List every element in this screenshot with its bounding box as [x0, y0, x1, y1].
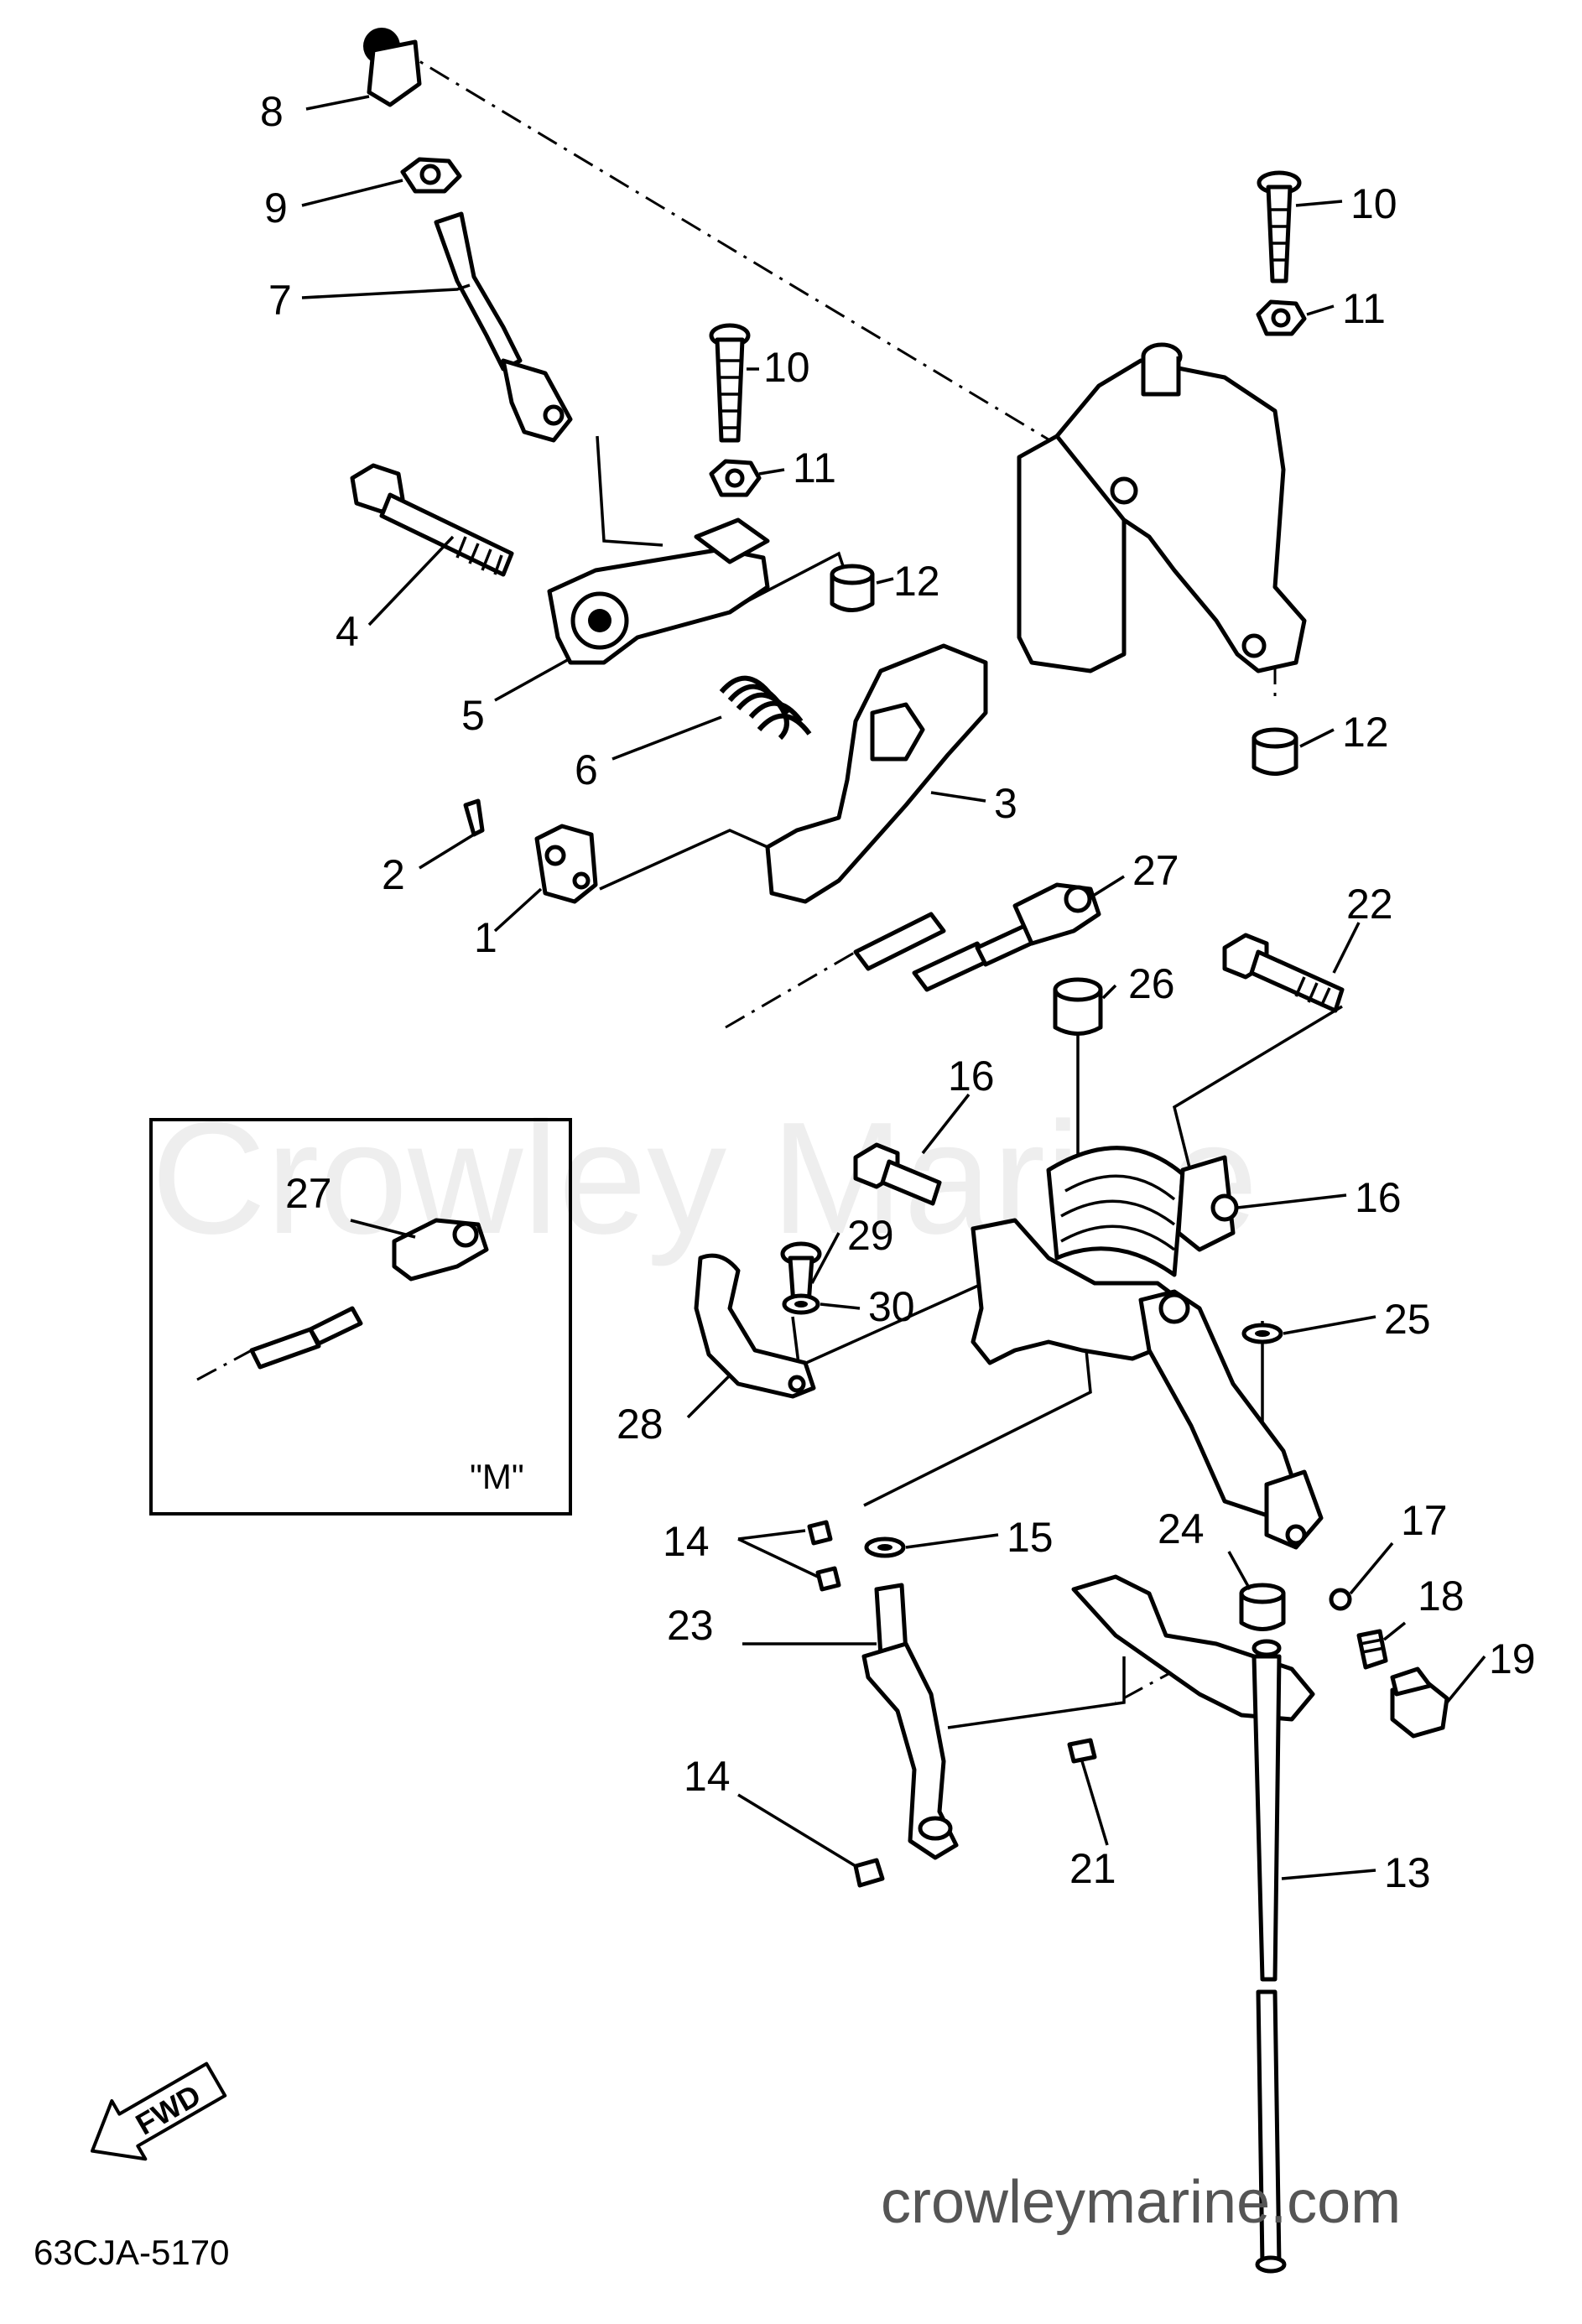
part-12-bushing-left [830, 564, 875, 612]
callout-6: 6 [575, 746, 598, 793]
callout-23: 24 [1158, 1505, 1205, 1552]
part-24-washer [1241, 1323, 1283, 1344]
callout-29: 29 [847, 1212, 894, 1259]
callout-10-right: 10 [1350, 180, 1397, 227]
inset-frame [149, 1118, 572, 1516]
callout-9: 9 [264, 185, 288, 231]
callout-11-right: 11 [1342, 285, 1386, 332]
part-4-bolt [350, 463, 514, 577]
part-9-nut [400, 157, 462, 194]
part-6-spring [719, 675, 812, 741]
callout-22: 23 [667, 1602, 714, 1649]
callout-8: 8 [260, 88, 284, 135]
part-15-washer [864, 1536, 906, 1558]
part-27-joint [1012, 882, 1101, 946]
part-18-spring [1356, 1629, 1388, 1670]
part-12-bushing-right [1252, 727, 1298, 776]
part-11-nut-right [1256, 299, 1307, 336]
callout-4: 4 [336, 608, 359, 655]
part-1-block [534, 824, 598, 904]
callout-1: 1 [474, 914, 497, 961]
part-29-bolt [780, 1241, 822, 1307]
part-5-lever [547, 517, 770, 665]
callout-15: 15 [1007, 1514, 1054, 1561]
callout-14-upper: 14 [663, 1518, 710, 1565]
part-25-pin [1067, 1738, 1097, 1764]
callout-26: 26 [1128, 960, 1175, 1007]
part-23-bushing [1239, 1583, 1286, 1631]
part-14-pins-upper [807, 1520, 841, 1592]
callout-7: 7 [268, 277, 292, 324]
callout-12-left: 12 [893, 558, 940, 605]
part-28-clamp [694, 1253, 816, 1399]
part-7-rod [434, 211, 573, 443]
callout-17: 17 [1401, 1497, 1448, 1544]
part-17-ball [1329, 1588, 1352, 1611]
callout-18: 18 [1418, 1573, 1465, 1620]
callout-25: 21 [1069, 1845, 1116, 1892]
callout-3: 3 [994, 780, 1017, 827]
part-2-pin [463, 798, 485, 837]
callout-24: 25 [1384, 1296, 1431, 1343]
part-19-plug [1390, 1666, 1449, 1739]
inset-leader-27 [350, 1219, 416, 1239]
connector-28-to-16 [796, 1273, 1003, 1369]
shift-cable [853, 912, 1043, 992]
part-14-pin-lower [853, 1858, 885, 1888]
callout-10-left: 10 [763, 344, 810, 391]
callout-19: 19 [1489, 1635, 1536, 1682]
cable-dash-line [725, 950, 856, 1029]
callout-labels: 8 9 7 10 11 12 4 5 6 3 2 1 10 11 12 27 2… [260, 88, 1536, 1896]
connector-1-to-3 [599, 829, 768, 891]
callout-21: 22 [1346, 881, 1393, 928]
callout-16: 16 [1355, 1174, 1402, 1221]
callout-2: 2 [382, 851, 405, 898]
callout-5: 5 [461, 692, 485, 739]
part-8-clip [363, 28, 422, 107]
connector-21-to-16 [1172, 1005, 1343, 1175]
part-16-shift-lever [971, 1146, 1324, 1550]
callout-leaders [301, 95, 1486, 1880]
part-21-bolt [1222, 933, 1345, 1013]
reference-line-8-to-box [393, 44, 1058, 446]
part-20-bolt [853, 1142, 942, 1206]
callout-28: 28 [617, 1401, 664, 1448]
housing-box [1017, 342, 1307, 673]
inset-cable-end [249, 1327, 321, 1370]
website-text: crowleymarine.com [881, 2169, 1401, 2236]
part-13-shift-rod [1252, 1654, 1287, 2274]
inset-cable-dash [196, 1349, 252, 1381]
callout-27: 27 [1132, 847, 1179, 894]
callout-12-right: 12 [1342, 709, 1389, 756]
connector-22-to-plate [947, 1656, 1126, 1729]
part-10-screw-right [1257, 170, 1302, 283]
callout-30: 30 [868, 1283, 915, 1330]
connector-7-to-5 [596, 435, 664, 547]
inset-m: 27 "M" [149, 1118, 572, 1516]
diagram-code: 63CJA-5170 [34, 2233, 229, 2272]
part-22-link [861, 1583, 959, 1860]
part-3-bracket [765, 643, 988, 904]
fwd-arrow: FWD [91, 2061, 227, 2161]
connector-15-to-16 [863, 1349, 1092, 1507]
part-11-nut-left [709, 459, 762, 497]
callout-14-lower: 14 [684, 1753, 731, 1800]
inset-cable-nut [308, 1306, 363, 1346]
part-26-spacer [1053, 977, 1103, 1036]
callout-11-left: 11 [793, 445, 836, 491]
callout-13: 13 [1384, 1849, 1431, 1896]
callout-20: 16 [948, 1053, 995, 1100]
part-30-washer [782, 1293, 820, 1315]
inset-callout-27: 27 [285, 1170, 332, 1217]
part-10-screw-left [709, 323, 751, 443]
inset-label: "M" [470, 1457, 524, 1496]
